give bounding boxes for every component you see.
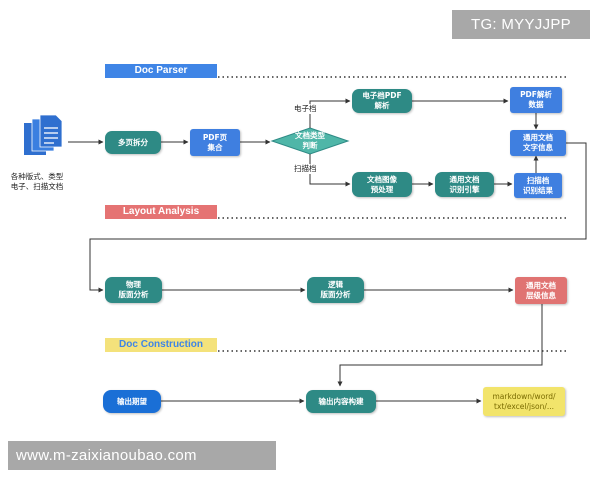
node-hierarchy-info: 通用文档 层级信息 xyxy=(515,277,567,304)
input-documents-caption: 各种版式、类型 电子、扫描文档 xyxy=(10,172,64,191)
node-doc-type-decision: 文档类型 判断 xyxy=(295,131,325,150)
node-logical-layout: 逻辑 版面分析 xyxy=(307,277,364,303)
node-image-preprocess: 文档图像 预处理 xyxy=(352,172,412,197)
section-doc-parser: Doc Parser xyxy=(105,64,217,78)
edge-label-scanned: 扫描档 xyxy=(293,164,318,174)
section-doc-construction: Doc Construction xyxy=(105,338,217,352)
node-pdf-pages: PDF页 集合 xyxy=(190,129,240,156)
documents-icon xyxy=(24,114,63,155)
edge-label-electronic: 电子档 xyxy=(293,104,318,114)
watermark-bottom: www.m-zaixianoubao.com xyxy=(8,441,276,470)
node-pdf-parsed-data: PDF解析 数据 xyxy=(510,87,562,113)
node-output-spec: 输出期望 xyxy=(103,390,161,413)
node-output-formats: markdown/word/ txt/excel/json/... xyxy=(483,387,565,416)
watermark-top: TG: MYYJJPP xyxy=(452,10,590,39)
section-layout-analysis: Layout Analysis xyxy=(105,205,217,219)
node-ocr-engine: 通用文档 识别引擎 xyxy=(435,172,494,197)
node-generic-text-info: 通用文档 文字信息 xyxy=(510,130,566,156)
node-electronic-pdf-parse: 电子档PDF 解析 xyxy=(352,89,412,113)
node-split-pages: 多页拆分 xyxy=(105,131,161,154)
node-content-build: 输出内容构建 xyxy=(306,390,376,413)
node-scan-result: 扫描档 识别结果 xyxy=(514,173,562,198)
node-physical-layout: 物理 版面分析 xyxy=(105,277,162,303)
